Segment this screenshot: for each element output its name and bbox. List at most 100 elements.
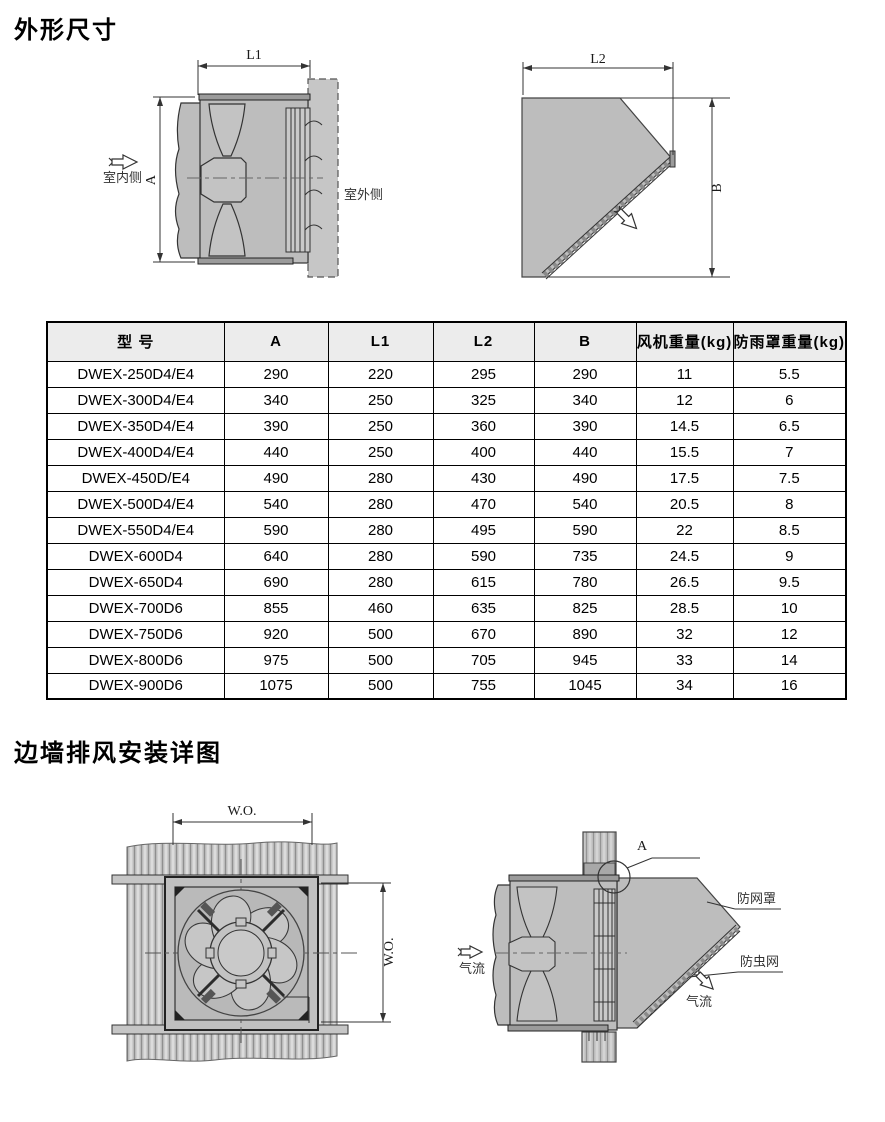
- value-cell: 280: [327, 568, 434, 596]
- model-cell: DWEX-700D6: [46, 594, 225, 622]
- installation-side-view-diagram: A 防网罩 防虫网 气流 气流: [445, 825, 845, 1075]
- value-cell: 34: [635, 672, 734, 700]
- value-cell: 8.5: [732, 516, 847, 544]
- dim-label-b: B: [710, 183, 725, 193]
- column-header: B: [533, 321, 637, 362]
- model-cell: DWEX-750D6: [46, 620, 225, 648]
- value-cell: 280: [327, 490, 434, 518]
- model-cell: DWEX-350D4/E4: [46, 412, 225, 440]
- value-cell: 590: [432, 542, 535, 570]
- indoor-side-label: 室内侧: [103, 170, 143, 185]
- outdoor-side-label: 室外侧: [344, 187, 384, 202]
- value-cell: 295: [432, 360, 535, 388]
- value-cell: 250: [327, 386, 434, 414]
- value-cell: 14: [732, 646, 847, 674]
- airflow-out-arrow-icon: [693, 969, 715, 991]
- value-cell: 7: [732, 438, 847, 466]
- value-cell: 390: [533, 412, 637, 440]
- value-cell: 755: [432, 672, 535, 700]
- value-cell: 7.5: [732, 464, 847, 492]
- value-cell: 290: [223, 360, 329, 388]
- value-cell: 825: [533, 594, 637, 622]
- installation-side-view-drawing: [457, 831, 783, 1063]
- value-cell: 390: [223, 412, 329, 440]
- detail-callout-label: A: [636, 839, 648, 854]
- model-cell: DWEX-500D4/E4: [46, 490, 225, 518]
- value-cell: 6.5: [732, 412, 847, 440]
- value-cell: 5.5: [732, 360, 847, 388]
- installation-detail-title: 边墙排风安装详图: [14, 740, 222, 767]
- model-cell: DWEX-900D6: [46, 672, 225, 700]
- value-cell: 500: [327, 672, 434, 700]
- value-cell: 490: [533, 464, 637, 492]
- outline-dimensions-title: 外形尺寸: [14, 17, 118, 44]
- value-cell: 430: [432, 464, 535, 492]
- model-cell: DWEX-400D4/E4: [46, 438, 225, 466]
- value-cell: 1045: [533, 672, 637, 700]
- dim-label-l2: L2: [590, 52, 606, 67]
- value-cell: 360: [432, 412, 535, 440]
- indoor-airflow-arrow-icon: [108, 154, 139, 170]
- value-cell: 540: [533, 490, 637, 518]
- insect-screen-label: 防虫网: [740, 954, 780, 969]
- value-cell: 16: [732, 672, 847, 700]
- airflow-out-label: 气流: [686, 994, 713, 1009]
- model-cell: DWEX-300D4/E4: [46, 386, 225, 414]
- value-cell: 28.5: [635, 594, 734, 622]
- rain-hood-diagram: L2 B: [450, 45, 750, 290]
- value-cell: 460: [327, 594, 434, 622]
- installation-front-view-diagram: W.O. W.O.: [105, 795, 405, 1100]
- hood-airflow-arrow-icon: [613, 205, 638, 230]
- value-cell: 24.5: [635, 542, 734, 570]
- value-cell: 855: [223, 594, 329, 622]
- value-cell: 22: [635, 516, 734, 544]
- dim-label-l1: L1: [246, 48, 262, 63]
- value-cell: 12: [635, 386, 734, 414]
- installation-front-view-drawing: [111, 813, 391, 1062]
- model-cell: DWEX-800D6: [46, 646, 225, 674]
- value-cell: 640: [223, 542, 329, 570]
- fan-side-view-drawing: [108, 60, 339, 278]
- value-cell: 1075: [223, 672, 329, 700]
- column-header: L2: [432, 321, 535, 362]
- value-cell: 20.5: [635, 490, 734, 518]
- value-cell: 890: [533, 620, 637, 648]
- value-cell: 220: [327, 360, 434, 388]
- value-cell: 540: [223, 490, 329, 518]
- value-cell: 490: [223, 464, 329, 492]
- value-cell: 945: [533, 646, 637, 674]
- model-cell: DWEX-600D4: [46, 542, 225, 570]
- value-cell: 33: [635, 646, 734, 674]
- value-cell: 470: [432, 490, 535, 518]
- rain-hood-drawing: [521, 62, 730, 280]
- column-header: L1: [327, 321, 434, 362]
- value-cell: 17.5: [635, 464, 734, 492]
- value-cell: 11: [635, 360, 734, 388]
- value-cell: 26.5: [635, 568, 734, 596]
- model-cell: DWEX-250D4/E4: [46, 360, 225, 388]
- value-cell: 6: [732, 386, 847, 414]
- value-cell: 15.5: [635, 438, 734, 466]
- value-cell: 14.5: [635, 412, 734, 440]
- value-cell: 280: [327, 542, 434, 570]
- dim-label-a: A: [144, 174, 159, 186]
- value-cell: 10: [732, 594, 847, 622]
- dim-label-wo-horizontal: W.O.: [227, 804, 257, 819]
- value-cell: 400: [432, 438, 535, 466]
- airflow-in-label: 气流: [459, 961, 486, 976]
- value-cell: 500: [327, 646, 434, 674]
- value-cell: 8: [732, 490, 847, 518]
